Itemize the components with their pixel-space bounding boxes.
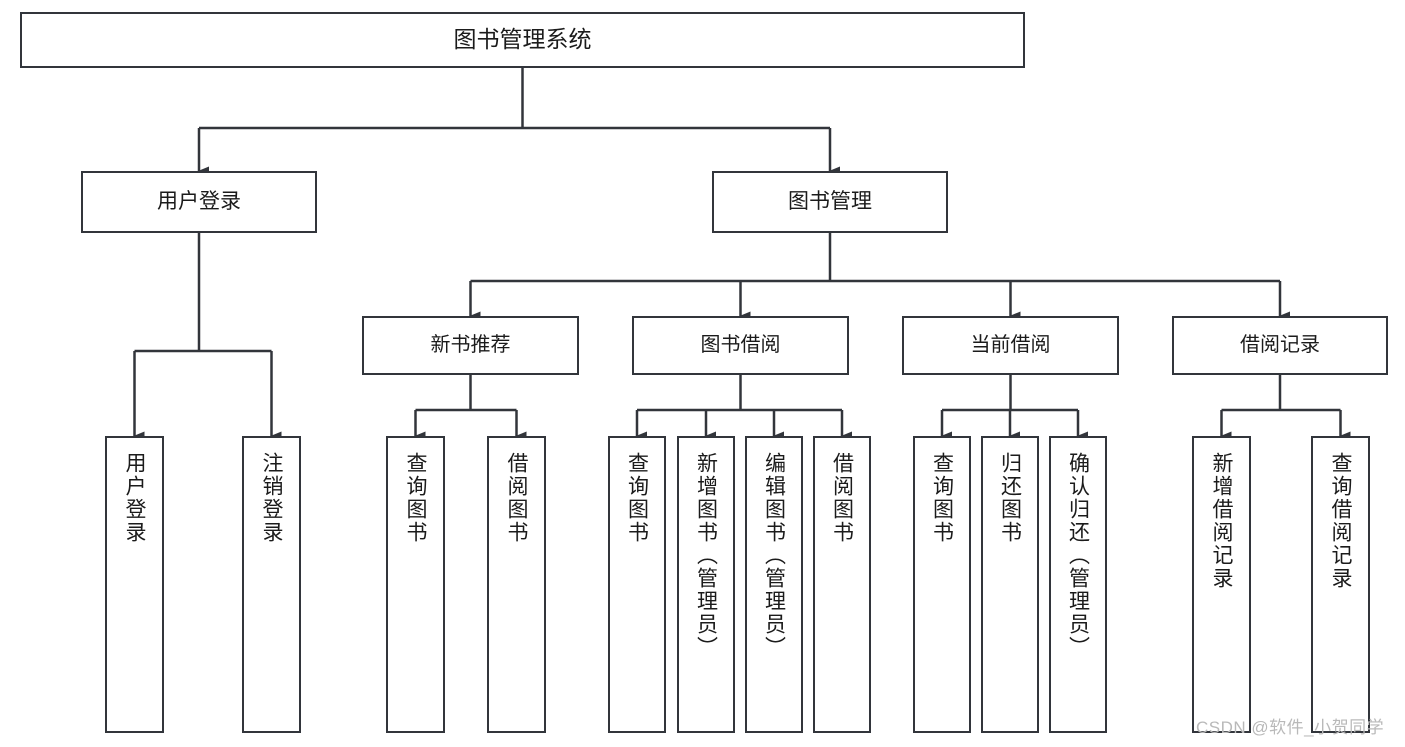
node-leaf-br-query[interactable]: 查询借阅记录 xyxy=(1311,436,1370,733)
node-leaf-rec-borrow[interactable]: 借阅图书 xyxy=(487,436,546,733)
node-leaf-cb-confirm[interactable]: 确认归还（管理员） xyxy=(1049,436,1107,733)
node-label: 查询借阅记录 xyxy=(1329,452,1352,590)
node-leaf-bb-query[interactable]: 查询图书 xyxy=(608,436,666,733)
node-label: 新增图书（管理员） xyxy=(694,452,718,659)
node-label: 注销登录 xyxy=(260,452,283,544)
node-label: 用户登录 xyxy=(157,189,241,213)
node-label: 新增借阅记录 xyxy=(1210,452,1233,590)
node-leaf-bb-edit[interactable]: 编辑图书（管理员） xyxy=(745,436,803,733)
node-label: 借阅图书 xyxy=(505,452,528,544)
node-leaf-bb-borrow[interactable]: 借阅图书 xyxy=(813,436,871,733)
node-root[interactable]: 图书管理系统 xyxy=(20,12,1025,68)
node-label: 确认归还（管理员） xyxy=(1066,452,1090,659)
node-label: 图书管理系统 xyxy=(453,26,592,53)
node-new-book-rec[interactable]: 新书推荐 xyxy=(362,316,579,375)
node-leaf-bb-add[interactable]: 新增图书（管理员） xyxy=(677,436,735,733)
node-label: 编辑图书（管理员） xyxy=(762,452,786,659)
edge-group xyxy=(133,68,1351,441)
node-label: 查询图书 xyxy=(930,452,954,544)
node-label: 新书推荐 xyxy=(430,333,511,356)
node-book-mgmt[interactable]: 图书管理 xyxy=(712,171,948,233)
node-label: 归还图书 xyxy=(998,452,1022,544)
node-label: 用户登录 xyxy=(123,452,146,544)
node-leaf-cb-return[interactable]: 归还图书 xyxy=(981,436,1039,733)
node-label: 借阅记录 xyxy=(1240,333,1320,356)
node-label: 图书管理 xyxy=(788,189,872,213)
node-leaf-cb-query[interactable]: 查询图书 xyxy=(913,436,971,733)
node-leaf-br-add[interactable]: 新增借阅记录 xyxy=(1192,436,1251,733)
node-leaf-rec-query[interactable]: 查询图书 xyxy=(386,436,445,733)
node-user-login[interactable]: 用户登录 xyxy=(81,171,317,233)
node-book-borrow[interactable]: 图书借阅 xyxy=(632,316,849,375)
node-borrow-record[interactable]: 借阅记录 xyxy=(1172,316,1388,375)
node-leaf-user-login[interactable]: 用户登录 xyxy=(105,436,164,733)
node-label: 图书借阅 xyxy=(700,333,781,356)
node-label: 借阅图书 xyxy=(830,452,854,544)
node-leaf-user-logout[interactable]: 注销登录 xyxy=(242,436,301,733)
node-label: 查询图书 xyxy=(404,452,427,544)
node-label: 查询图书 xyxy=(625,452,649,544)
node-current-borrow[interactable]: 当前借阅 xyxy=(902,316,1119,375)
node-label: 当前借阅 xyxy=(970,333,1051,356)
